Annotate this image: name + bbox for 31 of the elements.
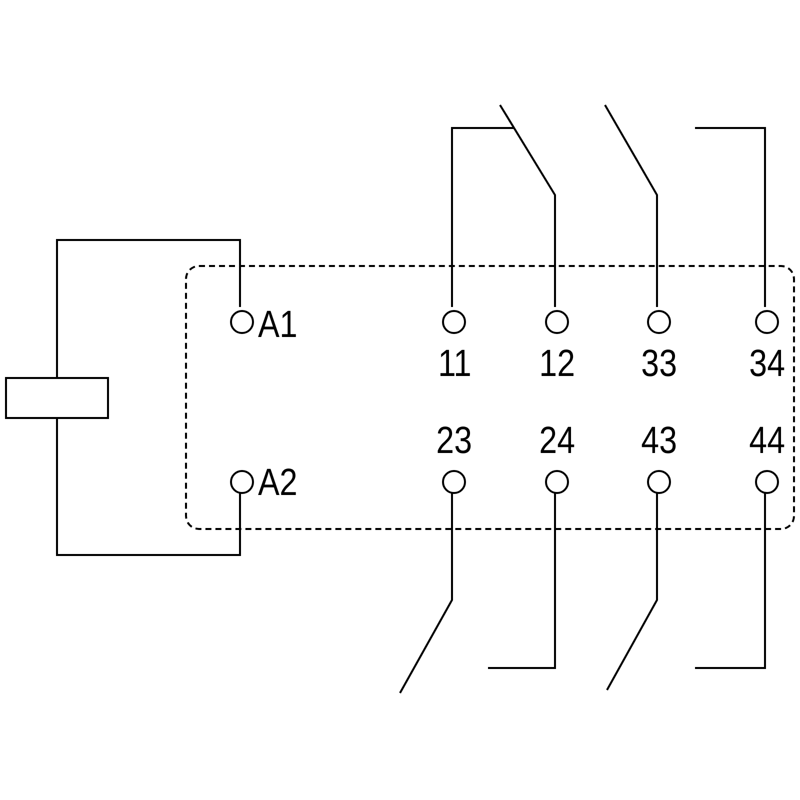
terminal-circle <box>442 310 466 334</box>
wire <box>695 493 766 669</box>
wire <box>604 104 658 307</box>
wire <box>488 493 556 669</box>
terminal-circle <box>545 310 569 334</box>
terminal-circle <box>647 470 671 494</box>
terminal-label: A1 <box>258 306 298 344</box>
terminal-circle <box>442 470 466 494</box>
terminal-circle <box>230 310 254 334</box>
wire <box>56 419 241 556</box>
terminal-label: 44 <box>749 422 786 460</box>
terminal-label: 11 <box>437 345 471 383</box>
wire <box>606 493 658 690</box>
relay-housing <box>185 265 795 530</box>
wire <box>399 493 453 694</box>
terminal-label: 24 <box>539 422 576 460</box>
terminal-circle <box>230 470 254 494</box>
terminal-circle <box>755 310 779 334</box>
wire <box>695 127 766 307</box>
coil-box <box>5 377 109 419</box>
terminal-label: 43 <box>641 422 678 460</box>
terminal-label: 34 <box>749 345 786 383</box>
terminal-label: 33 <box>641 345 678 383</box>
wire <box>56 239 241 377</box>
terminal-circle <box>647 310 671 334</box>
terminal-label: 23 <box>436 422 472 460</box>
terminal-label: A2 <box>258 464 298 502</box>
wire <box>451 104 556 308</box>
terminal-label: 12 <box>539 345 576 383</box>
terminal-circle <box>755 470 779 494</box>
terminal-circle <box>545 470 569 494</box>
